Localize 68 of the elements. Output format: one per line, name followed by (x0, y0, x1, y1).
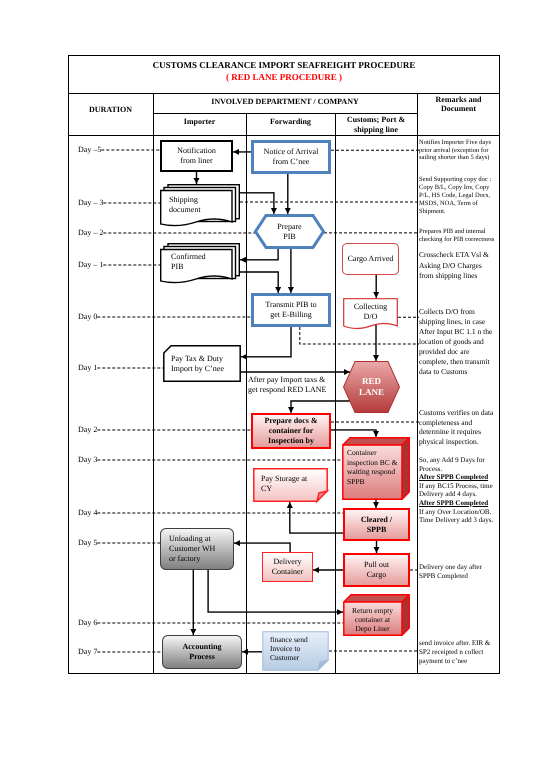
dashed-line (102, 232, 256, 234)
arrow (234, 540, 291, 552)
dashed-line (398, 316, 420, 318)
process-box: Pull out Cargo (343, 553, 410, 587)
process-box: Notice of Arrival from C’nee (251, 140, 331, 174)
dashed-line (102, 264, 160, 266)
dashed-line (96, 542, 160, 544)
rounded-box: Accounting Process (162, 635, 242, 669)
note-shape: Pay Storage at CY (253, 468, 328, 502)
arrow (241, 369, 350, 375)
process-box: Notification from liner (160, 140, 233, 172)
arrow (194, 172, 200, 184)
dashed-line (324, 232, 420, 234)
dashed-line (330, 150, 420, 151)
arrow (233, 148, 251, 155)
rounded-box: Unloading at Customer WH or factory (160, 528, 234, 570)
column-header: DURATION (89, 105, 132, 115)
dashed-line (96, 622, 344, 624)
arrow (284, 174, 291, 214)
page-title: CUSTOMS CLEARANCE IMPORT SEAFREIGHT PROCEDURE (152, 60, 416, 71)
card-shape: Pay Tax & Duty Import by C’nee (163, 345, 241, 382)
process-box: Delivery Container (262, 552, 313, 582)
arrow (241, 327, 292, 360)
column-header: Remarks and Document (434, 95, 482, 113)
column-header: Customs; Port & shipping line (346, 115, 406, 134)
day-label: Day 0 (78, 312, 98, 322)
day-label: Day 2 (78, 425, 98, 435)
arrow (288, 249, 294, 293)
day-label: Day 7 (78, 647, 98, 657)
day-label: Day 3 (78, 455, 98, 465)
rounded-box: Cargo Arrived (342, 243, 399, 275)
arrow (286, 502, 343, 534)
process-box: Transmit PIB to get E-Billing (251, 293, 331, 327)
arrow (331, 429, 379, 437)
page-subtitle: ( RED LANE PROCEDURE ) (226, 72, 342, 83)
column-header: Forwarding (270, 117, 311, 127)
hexagon-shape: Prepare PIB (254, 214, 325, 249)
day-label: Day – 2 (78, 228, 104, 238)
arrow (373, 324, 379, 361)
day-label: Day – 3 (78, 198, 104, 208)
arrow (242, 648, 262, 655)
process-box: Cleared / SPPB (343, 508, 410, 541)
arrow (288, 400, 350, 413)
arrow (373, 275, 380, 298)
document-shape: Collecting D/O (343, 298, 398, 330)
arrow (190, 570, 196, 635)
arrow (240, 271, 282, 293)
dashed-line (96, 316, 252, 318)
arrow (240, 192, 277, 214)
arrow (373, 500, 379, 508)
arrow (313, 567, 343, 573)
column-header: Importer (184, 117, 216, 127)
arrow (207, 570, 343, 616)
day-label: Day 5 (78, 538, 98, 548)
dashed-line (96, 512, 344, 514)
hexagon-shape: RED LANE (343, 361, 400, 413)
arrow (374, 541, 380, 553)
column-header: INVOLVED DEPARTMENT / COMPANY (211, 97, 359, 107)
dashed-line (328, 650, 420, 652)
arrow (240, 249, 279, 263)
day-label: Day 4 (78, 508, 98, 518)
day-label: Day – 1 (78, 260, 104, 270)
day-label: Day –5 (78, 145, 102, 155)
dashed-line (102, 202, 160, 204)
process-box: Prepare docs & container for Inspection by (251, 413, 331, 449)
day-label: Day 1 (78, 363, 98, 373)
day-label: Day 6 (78, 618, 98, 628)
dashed-line (299, 326, 420, 344)
